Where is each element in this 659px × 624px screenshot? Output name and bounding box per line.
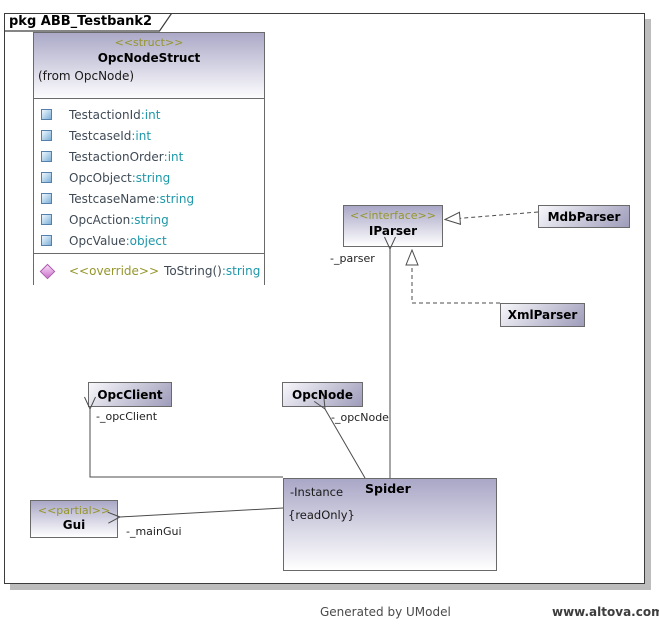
class-name: XmlParser: [507, 308, 578, 322]
class-opcclient[interactable]: OpcClient: [88, 382, 172, 407]
attribute-type: :int: [131, 128, 152, 143]
operation-type: :string: [221, 264, 261, 278]
field-icon: [41, 193, 52, 204]
attribute-row: OpcValue:object: [34, 230, 264, 251]
class-opcnodestruct[interactable]: <<struct>> OpcNodeStruct (from OpcNode) …: [33, 32, 265, 287]
method-icon: [39, 263, 56, 279]
attribute-name: TestcaseId: [69, 128, 132, 143]
role-label-opcnode: -_opcNode: [331, 411, 389, 424]
stereotype-partial: <<partial>>: [37, 504, 111, 517]
attribute-type: :string: [131, 170, 171, 185]
class-mdbparser[interactable]: MdbParser: [538, 205, 630, 228]
attribute-row: TestactionOrder:int: [34, 146, 264, 167]
field-icon: [41, 130, 52, 141]
spider-readonly-constraint: {readOnly}: [288, 508, 355, 522]
attribute-row: TestcaseId:int: [34, 125, 264, 146]
generated-by-text: Generated by UModel: [320, 605, 451, 619]
field-icon: [41, 235, 52, 246]
class-origin: (from OpcNode): [38, 69, 135, 83]
attribute-name: TestactionId: [69, 107, 141, 122]
class-header: <<struct>> OpcNodeStruct (from OpcNode): [34, 33, 264, 98]
field-icon: [41, 109, 52, 120]
spider-instance-attribute: -Instance: [290, 485, 344, 499]
attribute-name: TestactionOrder: [69, 149, 164, 164]
class-name: Gui: [62, 518, 86, 532]
attribute-type: :int: [140, 107, 161, 122]
attribute-type: :string: [155, 191, 195, 206]
attribute-type: :string: [130, 212, 169, 227]
attribute-row: OpcAction:string: [34, 209, 264, 230]
attribute-row: OpcObject:string: [34, 167, 264, 188]
operation-signature: ToString(): [164, 264, 222, 278]
altova-url-text: www.altova.com: [552, 605, 659, 619]
role-label-parser: -_parser: [330, 252, 375, 265]
class-name: IParser: [368, 224, 418, 238]
attribute-type: :object: [125, 233, 167, 248]
attribute-name: OpcAction: [69, 212, 131, 227]
stereotype-interface: <<interface>>: [350, 209, 436, 222]
class-spider[interactable]: Spider -Instance {readOnly}: [283, 478, 497, 571]
role-label-opcclient: -_opcClient: [96, 410, 158, 423]
interface-iparser[interactable]: <<interface>> IParser: [343, 205, 443, 247]
class-name: Spider: [365, 481, 411, 496]
attribute-row: TestcaseName:string: [34, 188, 264, 209]
attribute-row: TestactionId:int: [34, 104, 264, 125]
stereotype-struct: <<struct>>: [114, 36, 184, 49]
operations-compartment: <<override>> ToString():string: [34, 253, 264, 287]
attribute-type: :int: [163, 149, 184, 164]
package-tab-label: pkg ABB_Testbank2: [9, 14, 153, 29]
class-xmlparser[interactable]: XmlParser: [500, 303, 585, 327]
attribute-name: OpcValue: [69, 233, 126, 248]
class-name: OpcNodeStruct: [97, 51, 201, 65]
class-name: OpcClient: [97, 387, 163, 402]
operation-row: <<override>> ToString():string: [34, 261, 264, 281]
attribute-name: OpcObject: [69, 170, 132, 185]
attributes-compartment: TestactionId:int TestcaseId:int Testacti…: [34, 98, 264, 253]
stereotype-override: <<override>>: [69, 264, 160, 278]
attribute-name: TestcaseName: [69, 191, 156, 206]
class-opcnode[interactable]: OpcNode: [282, 382, 363, 407]
field-icon: [41, 172, 52, 183]
class-name: MdbParser: [547, 209, 621, 224]
role-label-maingui: -_mainGui: [126, 525, 182, 538]
class-name: OpcNode: [292, 387, 353, 402]
field-icon: [41, 214, 52, 225]
field-icon: [41, 151, 52, 162]
class-gui[interactable]: <<partial>> Gui: [30, 500, 118, 538]
